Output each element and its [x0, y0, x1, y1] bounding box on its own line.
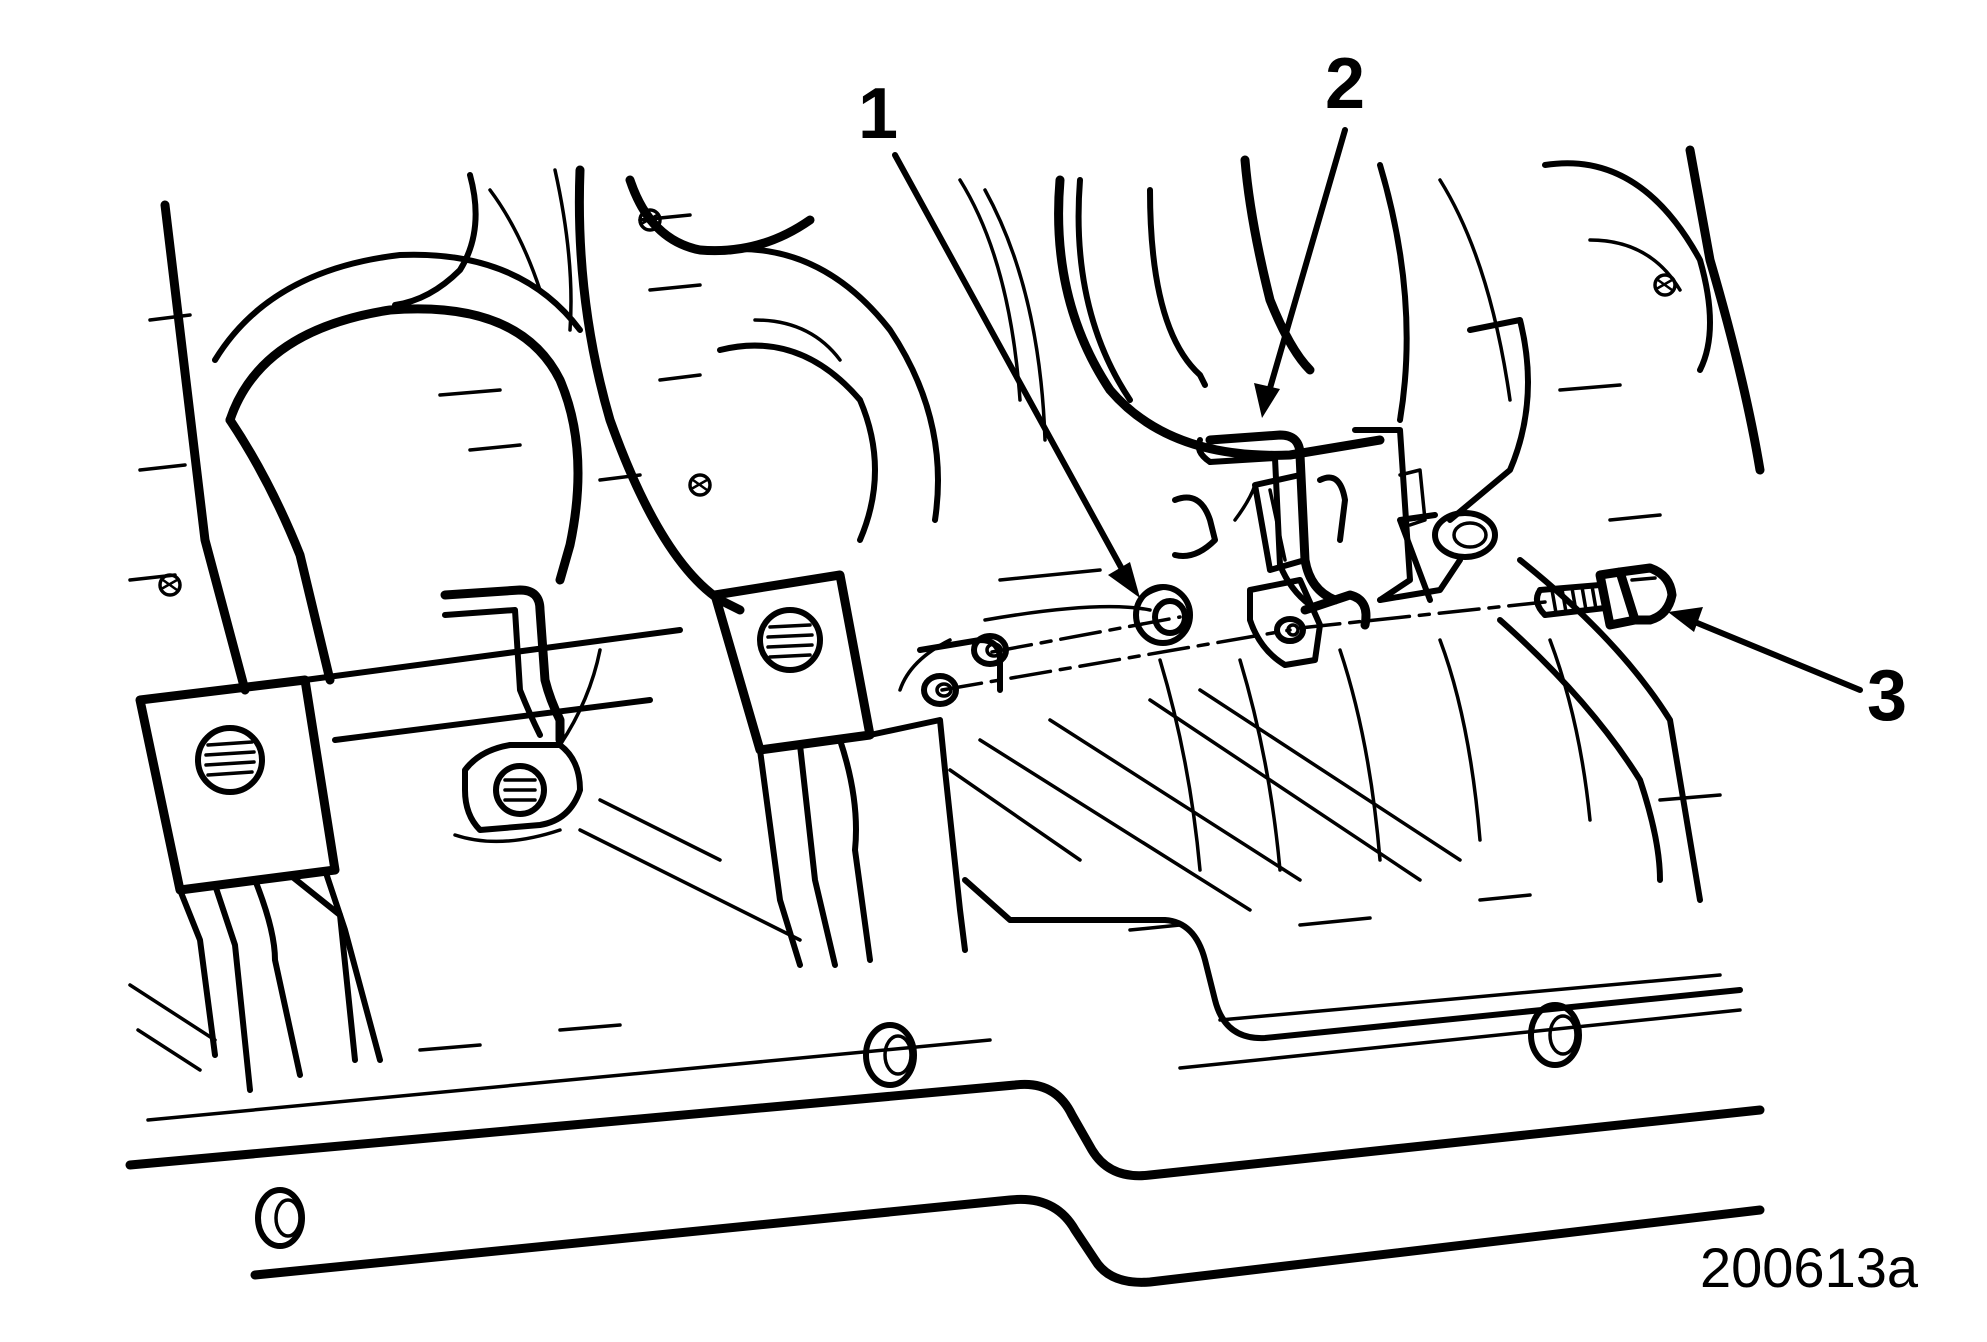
callout-label-3: 3	[1867, 656, 1908, 736]
piston-cooling-jet	[1195, 427, 1427, 668]
left-piston-cooling-jet	[440, 585, 602, 844]
sealing-washer	[1133, 584, 1193, 646]
callout-label-2: 2	[1325, 44, 1366, 124]
rail-bolt-holes	[255, 1002, 1582, 1249]
crankcase-webs	[418, 568, 1462, 1052]
leader-arrowhead-3	[1668, 607, 1703, 632]
center-bulkhead	[438, 165, 1047, 968]
leader-lines	[892, 127, 1863, 693]
left-cap-bolt-thread	[204, 740, 256, 777]
oil-passage-holes	[898, 633, 1009, 707]
leader-arrowhead-2	[1254, 383, 1280, 418]
left-bulkhead	[128, 168, 683, 1093]
figure-id-label: 200613a	[1700, 1236, 1919, 1299]
pan-rail	[125, 877, 1765, 1287]
leader-arrowhead-1	[1108, 562, 1140, 598]
callout-label-1: 1	[858, 74, 899, 154]
right-bulkhead	[1054, 145, 1765, 903]
assembly-centerlines	[940, 600, 1547, 692]
jet-bolt	[1533, 563, 1677, 630]
